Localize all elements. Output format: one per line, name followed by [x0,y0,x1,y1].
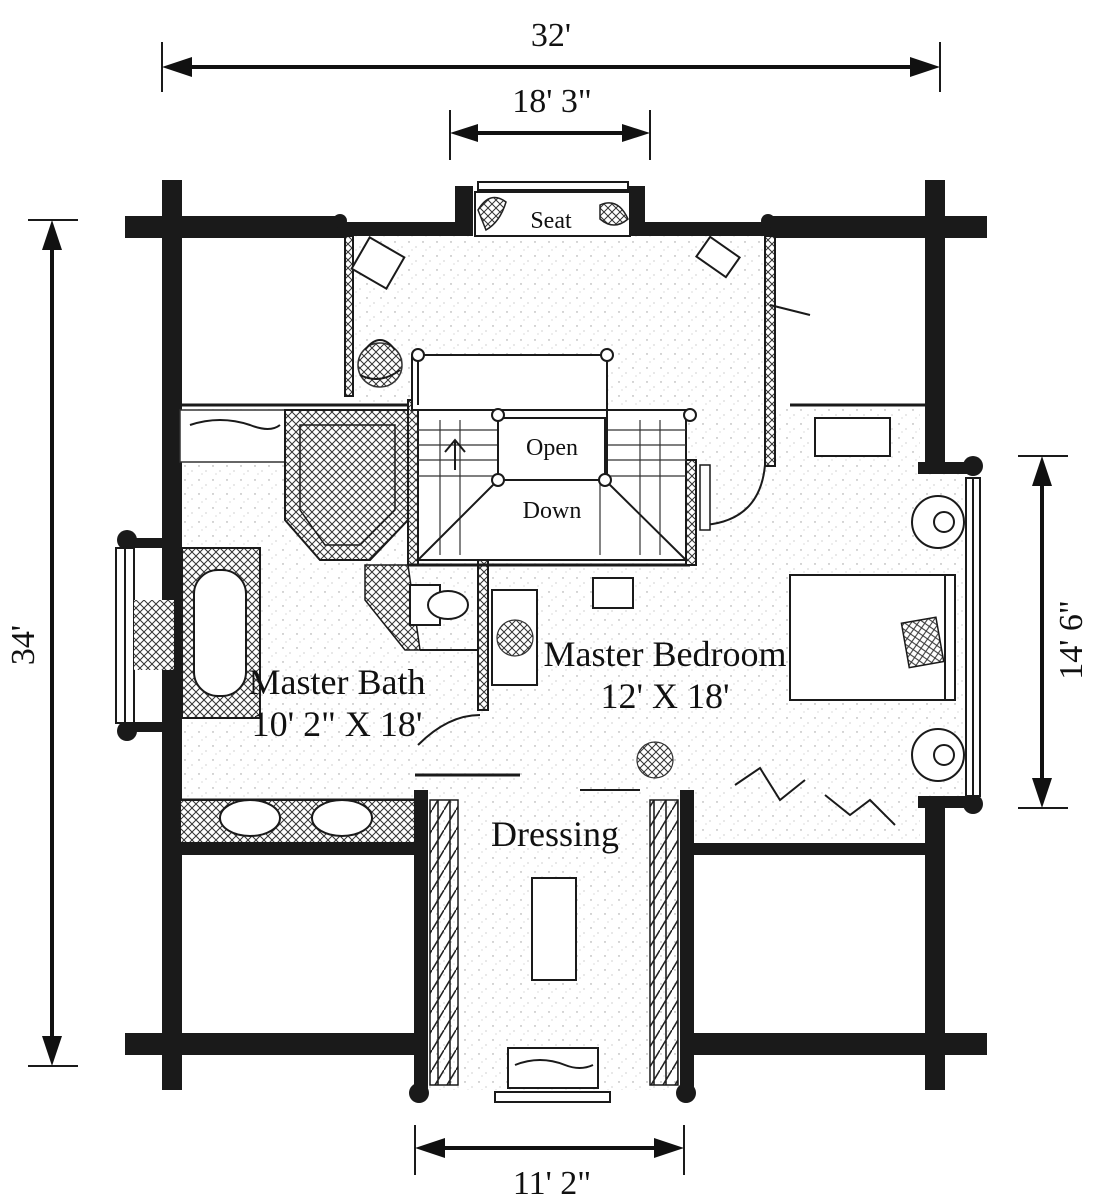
dimension-upper-width: 18' 3" [512,83,592,120]
bathtub-icon [181,547,261,719]
dimension-overall-width: 32' [531,17,571,54]
corner-posts [117,214,983,1103]
closet-rod-icon [429,799,459,1086]
master-bath-size: 10' 2" X 18' [252,704,423,744]
plant-icon [636,741,674,779]
dresser-icon [814,417,891,457]
room-labels: Seat Master Bedroom 12' X 18' Master Bat… [249,208,787,854]
desk-icon [592,577,634,609]
dressing-label: Dressing [491,814,619,854]
plant-icon [134,600,174,670]
toilet-icon [409,584,469,626]
window-seat [474,181,631,237]
pillow-icon [477,196,507,232]
dimension-right-depth: 14' 6" [1053,600,1090,680]
loft-furniture [350,235,811,531]
down-label: Down [523,498,582,524]
nightstand-lamp-icon [911,495,965,549]
pillow-icon [599,202,629,226]
dressing-island [531,877,577,981]
bed-icon [789,574,956,701]
master-bath [115,409,481,844]
sink-icon [311,799,373,837]
chair-icon [694,235,742,279]
sink-icon [219,799,281,837]
open-label: Open [526,435,578,461]
master-bedroom-size: 12' X 18' [601,676,730,716]
chair-icon [350,236,406,290]
nightstand-lamp-icon [911,728,965,782]
master-bedroom-name: Master Bedroom [544,634,787,674]
plant-icon [357,339,403,388]
stairwell[interactable]: Open Down [411,348,697,561]
dimension-overall-depth: 34' [5,625,42,665]
exterior-walls [125,180,987,1090]
plant-icon [496,619,534,657]
dimension-lines: 32' 18' 3" 34' 14' 6" 11' 2" [5,17,1090,1200]
dimension-lower-width: 11' 2" [513,1165,591,1200]
closet-rod-icon [649,799,679,1086]
seat-label: Seat [530,208,572,234]
master-bath-name: Master Bath [249,662,426,702]
window-seat-icon [507,1047,599,1089]
dressing-room [429,799,679,1103]
master-bedroom [491,417,981,826]
stair-direction-icon [444,438,466,470]
